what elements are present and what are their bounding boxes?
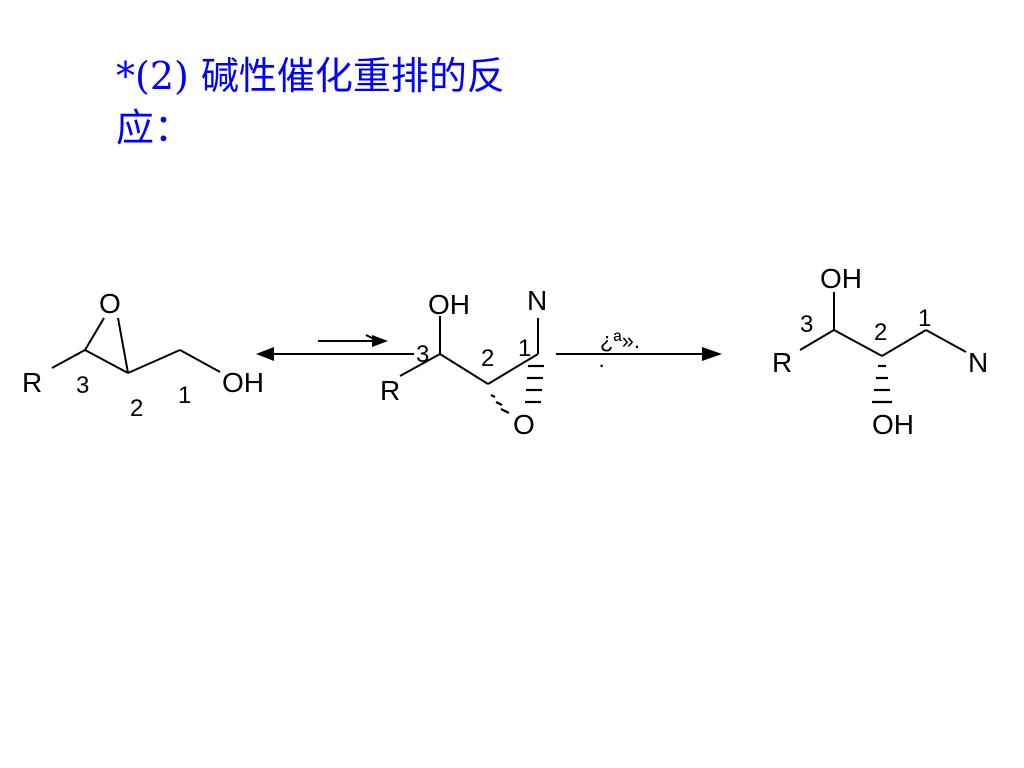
intermediate-bond-c3-c2	[439, 353, 489, 385]
intermediate-oh-label: OH	[428, 289, 470, 320]
reactant-ring-o-label: O	[99, 288, 121, 319]
title-line-1: *(2) 碱性催化重排的反	[116, 54, 505, 98]
slide-title: *(2) 碱性催化重排的反 应：	[116, 50, 596, 154]
equilibrium-reverse-arrow-head	[256, 347, 274, 361]
reactant-num-3: 3	[76, 372, 89, 399]
reactant-bond-c3-o	[84, 317, 105, 351]
product-num-1: 1	[918, 305, 931, 332]
intermediate-n-label: N	[527, 285, 547, 316]
intermediate-r-label: R	[380, 375, 400, 406]
reactant-r-label: R	[22, 367, 42, 398]
product-bond-c1-n	[925, 329, 967, 353]
intermediate-num-2: 2	[481, 345, 494, 372]
product-bond-c3-c2	[833, 329, 883, 357]
product-hashed-bond-c2-oh	[872, 364, 892, 404]
product-n-label: N	[968, 347, 988, 378]
reactant-bond-c1-oh	[179, 349, 221, 373]
reactant-bond-c2-o	[117, 317, 129, 374]
intermediate-bond-r-c3	[399, 353, 441, 377]
intermediate-hashed-bond-c2-o	[490, 394, 510, 414]
product-oh-top-label: OH	[820, 263, 862, 294]
product-num-2: 2	[874, 319, 887, 346]
reactant-bond-c2-c1	[127, 349, 181, 374]
reactant-oh-label: OH	[222, 367, 264, 398]
reactant-bond-r-c3	[51, 349, 86, 369]
reaction-arrow: ¿ª». ·	[556, 328, 722, 377]
reaction-condition-sub-label: ·	[598, 352, 605, 377]
product-oh-bottom-label: OH	[872, 409, 914, 440]
intermediate-structure: OH N R O 3 2 1	[380, 285, 547, 440]
product-r-label: R	[772, 347, 792, 378]
product-bond-r-c3	[799, 329, 835, 351]
intermediate-num-3: 3	[416, 341, 429, 368]
intermediate-bond-c2-c1	[487, 353, 539, 385]
intermediate-ring-o-label: O	[513, 409, 535, 440]
reactant-num-2: 2	[130, 395, 143, 422]
reaction-arrow-head	[702, 347, 722, 361]
equilibrium-forward-arrow-head	[372, 335, 388, 347]
product-bond-c2-c1	[881, 329, 927, 357]
reaction-condition-label: ¿ª».	[600, 328, 640, 353]
product-structure: OH R N OH 3 2 1	[772, 263, 988, 440]
reactant-bond-c3-c2	[84, 349, 129, 374]
product-num-3: 3	[800, 311, 813, 338]
equilibrium-arrows	[256, 334, 414, 361]
intermediate-num-1: 1	[518, 335, 531, 362]
title-line-2: 应：	[116, 106, 193, 150]
reactant-structure: R O OH 3 2 1	[22, 288, 264, 422]
intermediate-hashed-bond-c1-o	[525, 364, 544, 404]
reactant-num-1: 1	[178, 382, 191, 409]
